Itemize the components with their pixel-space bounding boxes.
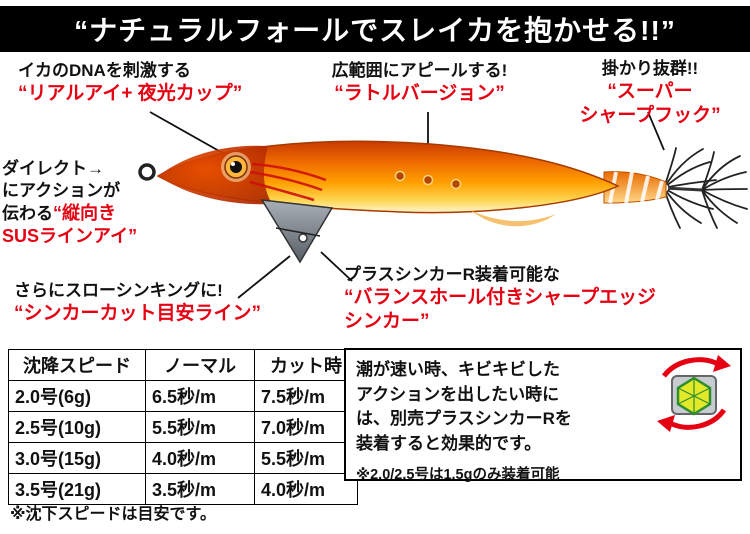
hackle-feathers	[249, 162, 327, 202]
table-row: 3.5号(21g) 3.5秒/m 4.0秒/m	[8, 473, 358, 505]
callout-sinker-cut-lead: さらにスローシンキングに!	[14, 281, 223, 300]
info-box-text: 潮が速い時、キビキビした アクションを出したい時に は、別売プラスシンカーRを …	[356, 360, 572, 453]
table-cell: 2.5号(10g)	[8, 411, 146, 443]
callout-line-eye-name1: “縦向き	[53, 202, 116, 223]
callout-line-eye-lead1: ダイレクト→	[2, 159, 104, 178]
callout-line-eye-name2: SUSラインアイ”	[2, 225, 138, 246]
callout-hook-name-line2: シャープフック”	[579, 105, 721, 127]
callout-line-eye-lead3: 伝わる	[2, 203, 53, 223]
callout-real-eye-lead: イカのDNAを刺激する	[18, 61, 191, 80]
table-cell: 3.5号(21g)	[8, 473, 146, 505]
table-header-speed: 沈降スピード	[8, 349, 146, 381]
table-cell: 5.5秒/m	[145, 411, 255, 443]
callout-line-eye: ダイレクト→ にアクションが 伝わる“縦向き SUSラインアイ”	[2, 158, 154, 248]
callout-balance-sinker: プラスシンカーR装着可能な “バランスホール付きシャープエッジ シンカー”	[344, 264, 656, 334]
table-cell: 2.0号(6g)	[8, 380, 146, 412]
callout-hook-name-line1: “スーパー	[607, 80, 693, 102]
table-cell: 7.5秒/m	[254, 380, 358, 412]
callout-rattle: 広範囲にアピールする! “ラトルバージョン”	[312, 60, 527, 106]
table-cell: 3.5秒/m	[145, 473, 255, 505]
sink-speed-table: 沈降スピード ノーマル カット時 2.0号(6g) 6.5秒/m 7.5秒/m …	[8, 349, 358, 505]
table-cell: 7.0秒/m	[254, 411, 358, 443]
table-header-cut: カット時	[254, 349, 358, 381]
table-row: 3.0号(15g) 4.0秒/m 5.5秒/m	[8, 442, 358, 474]
table-note: ※沈下スピードは目安です。	[10, 506, 216, 523]
table-cell: 4.0秒/m	[145, 442, 255, 474]
callout-hook-lead: 掛かり抜群!!	[601, 59, 699, 78]
callout-rattle-lead: 広範囲にアピールする!	[331, 61, 508, 80]
leader-lines	[149, 111, 665, 299]
table-cell: 4.0秒/m	[254, 473, 358, 505]
line-eye-ring	[138, 163, 156, 181]
plus-sinker-icon	[657, 355, 731, 432]
rattle-dots	[394, 170, 462, 190]
callout-balance-sinker-name2: シンカー”	[344, 311, 430, 333]
hook-crown	[658, 145, 750, 231]
lure-eye	[221, 152, 251, 182]
info-box-note: ※2.0/2.5号は1.5gのみ装着可能	[356, 466, 560, 483]
callout-balance-sinker-lead: プラスシンカーR装着可能な	[344, 265, 560, 284]
table-row: 2.5号(10g) 5.5秒/m 7.0秒/m	[8, 411, 358, 443]
callout-line-eye-lead2: にアクションが	[2, 180, 121, 200]
sinker	[260, 199, 334, 264]
headline-banner: “ナチュラルフォールでスレイカを抱かせる!!”	[0, 6, 750, 52]
callout-hook: 掛かり抜群!! “スーパー シャープフック”	[552, 58, 748, 128]
table-header-normal: ノーマル	[145, 349, 255, 381]
callout-real-eye: イカのDNAを刺激する “リアルアイ+ 夜光カップ”	[18, 60, 242, 106]
callout-line-eye-mixed: 伝わる“縦向き	[2, 202, 154, 225]
table-header-row: 沈降スピード ノーマル カット時	[8, 349, 358, 381]
table-cell: 5.5秒/m	[254, 442, 358, 474]
table-cell: 6.5秒/m	[145, 380, 255, 412]
lure-body	[156, 140, 620, 227]
info-box: 潮が速い時、キビキビした アクションを出したい時に は、別売プラスシンカーRを …	[344, 348, 742, 483]
table-row: 2.0号(6g) 6.5秒/m 7.5秒/m	[8, 380, 358, 412]
headline-text: “ナチュラルフォールでスレイカを抱かせる!!”	[74, 15, 676, 46]
callout-real-eye-name: “リアルアイ+ 夜光カップ”	[18, 82, 243, 104]
callout-rattle-name: “ラトルバージョン”	[334, 82, 505, 104]
callout-sinker-cut: さらにスローシンキングに! “シンカーカット目安ライン”	[14, 280, 261, 326]
callout-balance-sinker-name1: “バランスホール付きシャープエッジ	[344, 286, 656, 308]
callout-sinker-cut-name: “シンカーカット目安ライン”	[14, 302, 262, 324]
table-cell: 3.0号(15g)	[8, 442, 146, 474]
